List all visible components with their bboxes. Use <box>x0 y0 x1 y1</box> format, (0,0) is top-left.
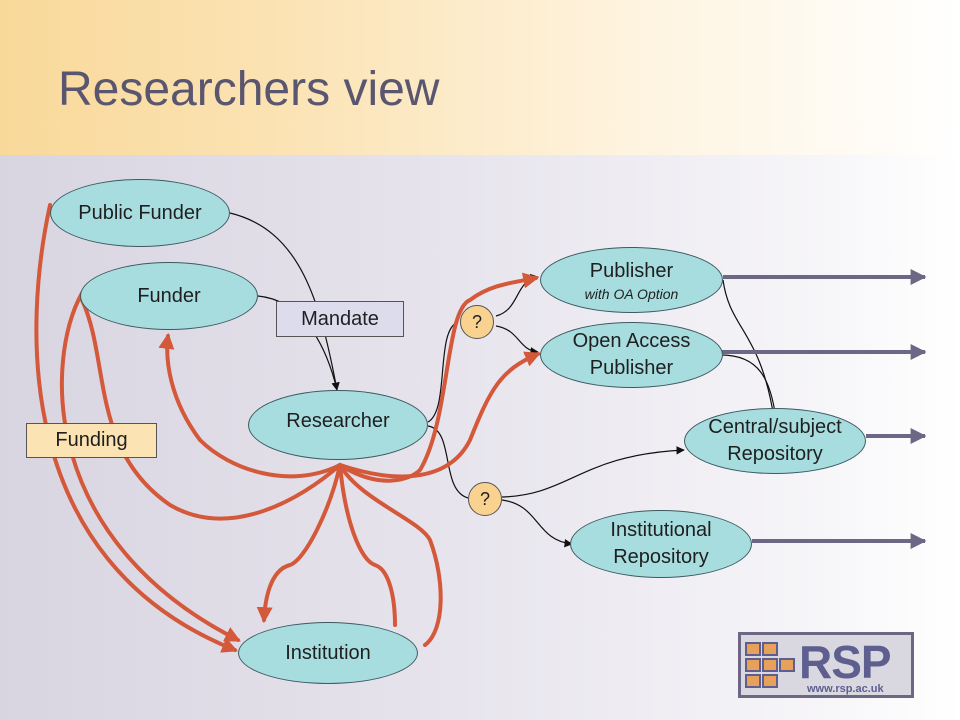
rsp-logo-url: www.rsp.ac.uk <box>807 683 884 695</box>
link-publisher-central-repo <box>722 279 777 419</box>
decision-point-deposit: ? <box>468 482 502 516</box>
flow-funder-researcher <box>80 298 342 521</box>
link-q2-central-repo <box>501 446 685 498</box>
node-oa-publisher: Open Access Publisher <box>540 322 723 388</box>
node-central-repository-label-2: Repository <box>727 443 823 465</box>
flow-funder-institution <box>59 291 241 642</box>
flow-to-publisher <box>338 272 540 483</box>
link-researcher-q1 <box>427 321 459 423</box>
flow-to-oa-publisher <box>338 351 541 479</box>
funding-label: Funding <box>26 423 157 458</box>
link-q2-inst-repo <box>501 499 573 548</box>
link-q1-oa-publisher <box>495 325 539 356</box>
link-oa-publisher-central-repo <box>720 354 777 419</box>
rsp-logo-mark-icon <box>745 642 795 688</box>
node-publisher-label: Publisher <box>589 259 674 282</box>
node-institutional-repository-label-2: Repository <box>613 546 709 568</box>
slide-title: Researchers view <box>58 63 440 116</box>
node-publisher-sublabel: with OA Option <box>584 285 679 302</box>
node-funder: Funder <box>80 262 258 330</box>
funding-flows <box>34 203 541 653</box>
flow-to-institution-1 <box>256 463 342 624</box>
title-band <box>0 0 960 155</box>
node-researcher: Researcher <box>248 390 428 460</box>
node-institutional-repository-label-1: Institutional <box>610 519 712 541</box>
node-public-funder: Public Funder <box>50 179 230 247</box>
node-funder-label: Funder <box>137 284 201 307</box>
node-public-funder-label: Public Funder <box>78 201 202 224</box>
rsp-logo-text: RSP <box>799 636 892 688</box>
output-arrows <box>722 269 927 549</box>
node-central-repository: Central/subject Repository <box>684 408 866 474</box>
node-oa-publisher-label-1: Open Access <box>572 330 691 352</box>
flow-from-institution-1 <box>338 463 397 627</box>
node-central-repository-label-1: Central/subject <box>708 416 842 438</box>
node-oa-publisher-label-2: Publisher <box>589 357 674 379</box>
flow-to-funder <box>158 332 342 479</box>
node-institution-label: Institution <box>285 641 371 664</box>
decision-point-publish: ? <box>460 305 494 339</box>
rsp-logo: RSP www.rsp.ac.uk <box>738 632 914 698</box>
node-researcher-label: Researcher <box>286 409 390 432</box>
link-public-funder-researcher <box>229 212 340 391</box>
flow-from-institution-2 <box>338 463 443 647</box>
node-publisher: Publisher with OA Option <box>540 247 723 313</box>
node-institution: Institution <box>238 622 418 684</box>
mandate-label: Mandate <box>276 301 404 337</box>
node-institutional-repository: Institutional Repository <box>570 510 752 578</box>
